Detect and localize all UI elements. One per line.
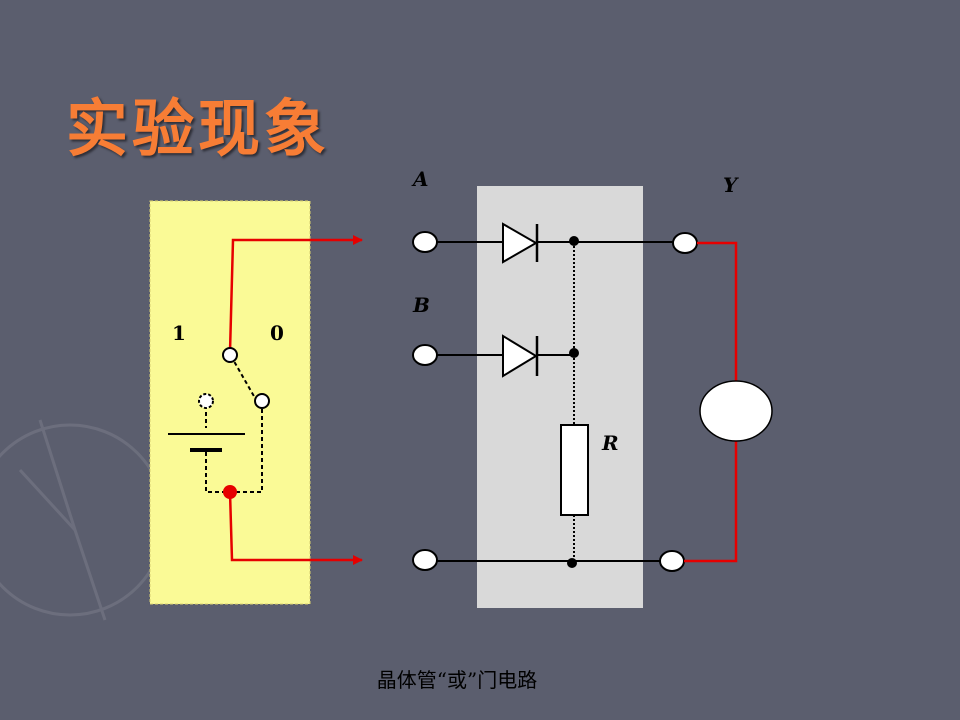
- label-input-b: B: [412, 293, 430, 317]
- terminal-output-ground[interactable]: [659, 550, 685, 572]
- terminal-output-y[interactable]: [672, 232, 698, 254]
- switch-contact-one[interactable]: [198, 393, 214, 409]
- switch-label-one: 1: [172, 321, 186, 345]
- switch-label-zero: 0: [270, 321, 284, 345]
- label-input-a: A: [411, 167, 429, 191]
- wire-output-bottom: [684, 440, 738, 563]
- switch-junction-dot: [223, 485, 237, 499]
- label-output-y: Y: [723, 173, 739, 197]
- circuit-board: [477, 186, 643, 608]
- diode-b-icon: [502, 334, 539, 378]
- switch-pivot-terminal: [222, 347, 238, 363]
- junction-dot-bottom: [567, 558, 577, 568]
- slide-title: 实验现象: [66, 92, 331, 165]
- switch-assembly: [168, 347, 270, 499]
- switch-contact-zero[interactable]: [254, 393, 270, 409]
- junction-dot-middle: [569, 348, 579, 358]
- terminal-input-ground[interactable]: [412, 549, 438, 571]
- switch-panel: [149, 200, 311, 605]
- slide-footer: 晶体管“或”门电路: [376, 668, 538, 692]
- compass-watermark-icon: [0, 419, 167, 621]
- wire-output-top: [697, 241, 738, 383]
- diode-a-icon: [502, 222, 539, 264]
- indicator-lamp-icon: [699, 380, 773, 442]
- terminal-input-a[interactable]: [412, 231, 438, 253]
- resistor-r: [560, 424, 589, 516]
- wire-ground-return: [228, 491, 363, 565]
- wire-switch-to-a: [228, 235, 363, 353]
- terminal-input-b[interactable]: [412, 344, 438, 366]
- junction-dot-top: [569, 236, 579, 246]
- label-resistor: R: [601, 431, 619, 455]
